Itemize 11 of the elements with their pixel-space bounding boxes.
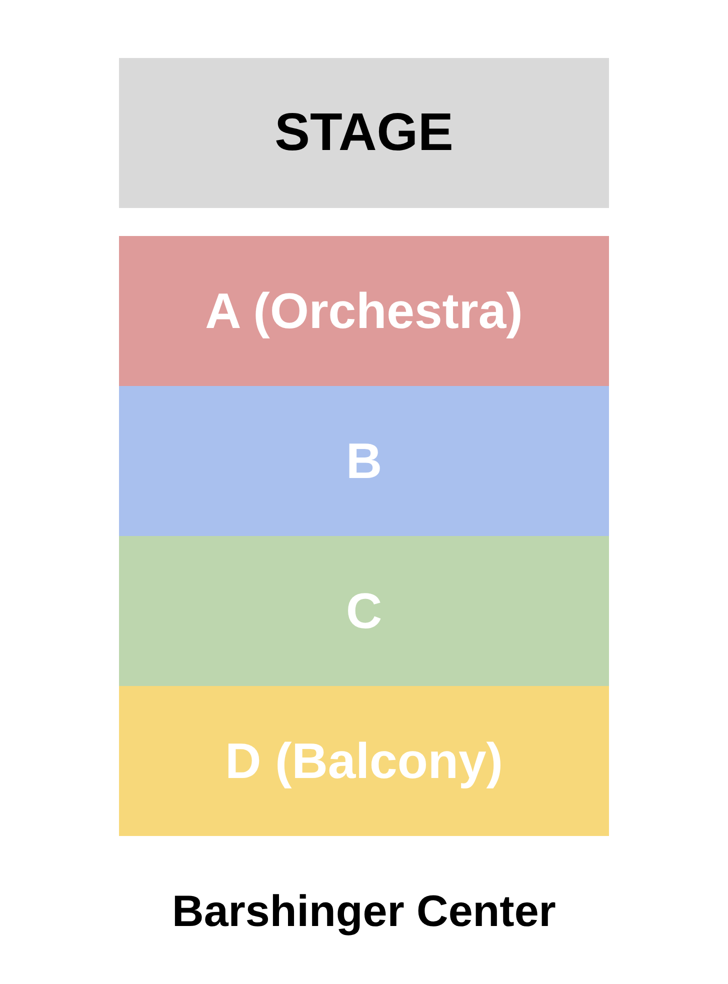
stage-area: [119, 58, 609, 208]
seating-section: [119, 386, 609, 536]
section-label: D (Balcony): [225, 734, 503, 788]
section-label: B: [346, 434, 382, 488]
seating-section: [119, 536, 609, 686]
seating-section: [119, 686, 609, 836]
section-label: STAGE: [274, 104, 454, 162]
seating-section: [119, 236, 609, 386]
venue-caption: Barshinger Center: [172, 888, 556, 936]
section-label: C: [346, 584, 382, 638]
section-label: A (Orchestra): [205, 284, 523, 338]
